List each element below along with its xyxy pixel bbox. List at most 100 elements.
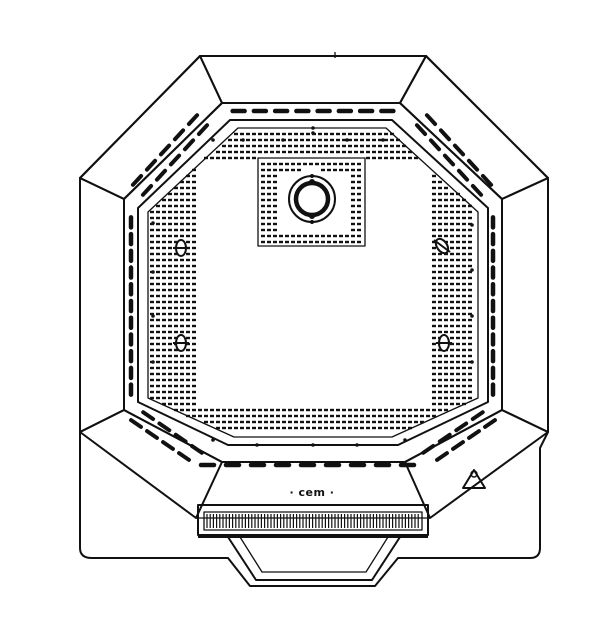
perforation-hole xyxy=(252,420,256,424)
perforation-hole xyxy=(444,390,448,394)
plate-hole xyxy=(267,162,271,166)
perforation-hole xyxy=(180,318,184,322)
perforation-hole xyxy=(180,270,184,274)
perforation-hole xyxy=(450,372,454,376)
perforation-hole xyxy=(432,366,436,370)
perforation-hole xyxy=(366,414,370,418)
perforation-hole xyxy=(444,408,448,412)
perforation-hole xyxy=(198,408,202,412)
perforation-hole xyxy=(240,156,244,160)
perforation-hole xyxy=(168,372,172,376)
perforation-hole xyxy=(210,156,214,160)
perforation-hole xyxy=(378,408,382,412)
perforation-hole xyxy=(432,342,436,346)
vent-slot xyxy=(442,153,456,167)
perforation-hole xyxy=(456,354,460,358)
perforation-hole xyxy=(318,426,322,430)
perforation-hole xyxy=(462,258,466,262)
perforation-hole xyxy=(156,360,160,364)
perforation-hole xyxy=(462,360,466,364)
perforation-hole xyxy=(450,330,454,334)
perforation-dot xyxy=(281,138,285,142)
perforation-hole xyxy=(228,150,232,154)
perforation-hole xyxy=(438,378,442,382)
plate-hole xyxy=(291,162,295,166)
perforation-hole xyxy=(252,150,256,154)
perforation-hole xyxy=(162,360,166,364)
perforation-hole xyxy=(168,306,172,310)
perforation-hole xyxy=(462,198,466,202)
plate-hole xyxy=(321,168,325,172)
perforation-hole xyxy=(354,420,358,424)
perforation-hole xyxy=(366,138,370,142)
perforation-hole xyxy=(450,294,454,298)
perforation-hole xyxy=(456,240,460,244)
perforation-hole xyxy=(162,348,166,352)
perforation-hole xyxy=(174,396,178,400)
perforation-hole xyxy=(444,264,448,268)
plate-hole xyxy=(285,162,289,166)
perforation-hole xyxy=(450,234,454,238)
perforation-hole xyxy=(234,408,238,412)
perforation-hole xyxy=(258,150,262,154)
perforation-hole xyxy=(162,300,166,304)
perforation-hole xyxy=(438,360,442,364)
perforation-hole xyxy=(228,414,232,418)
perforation-hole xyxy=(432,336,436,340)
perforation-hole xyxy=(462,318,466,322)
perforation-hole xyxy=(186,306,190,310)
plate-hole xyxy=(327,240,331,244)
perforation-hole xyxy=(444,222,448,226)
plate-hole xyxy=(267,222,271,226)
perforation-hole xyxy=(456,384,460,388)
perforation-hole xyxy=(192,252,196,256)
perforation-hole xyxy=(180,294,184,298)
perforation-hole xyxy=(438,348,442,352)
door-seal-inner xyxy=(203,511,423,531)
perforation-hole xyxy=(156,228,160,232)
perforation-hole xyxy=(258,132,262,136)
perforation-hole xyxy=(438,312,442,316)
perforation-hole xyxy=(162,294,166,298)
perforation-hole xyxy=(444,198,448,202)
plate-hole xyxy=(297,168,301,172)
perforation-hole xyxy=(432,306,436,310)
perforation-hole xyxy=(354,132,358,136)
perforation-hole xyxy=(186,324,190,328)
perforation-hole xyxy=(222,420,226,424)
perforation-dot xyxy=(381,138,385,142)
plate-hole xyxy=(351,222,355,226)
perforation-hole xyxy=(306,144,310,148)
perforation-hole xyxy=(414,156,418,160)
perforation-dot xyxy=(470,360,474,364)
perforation-hole xyxy=(444,330,448,334)
perforation-hole xyxy=(468,336,472,340)
perforation-hole xyxy=(210,414,214,418)
perforation-hole xyxy=(300,408,304,412)
perforation-hole xyxy=(462,246,466,250)
perforation-hole xyxy=(444,186,448,190)
plate-hole xyxy=(321,162,325,166)
plate-hole xyxy=(261,168,265,172)
perforation-hole xyxy=(444,192,448,196)
perforation-hole xyxy=(438,222,442,226)
perforation-hole xyxy=(432,192,436,196)
plate-hole xyxy=(357,174,361,178)
perforation-hole xyxy=(180,372,184,376)
perforation-hole xyxy=(276,414,280,418)
perforation-hole xyxy=(174,270,178,274)
plate-hole xyxy=(267,180,271,184)
plate-hole xyxy=(309,162,313,166)
vent-slot xyxy=(173,432,188,444)
perforation-dot xyxy=(355,443,359,447)
perforation-hole xyxy=(234,150,238,154)
perforation-hole xyxy=(192,366,196,370)
plate-hole xyxy=(315,240,319,244)
perforation-hole xyxy=(450,354,454,358)
plate-hole xyxy=(351,174,355,178)
door-handle[interactable] xyxy=(227,536,401,581)
perforation-hole xyxy=(288,144,292,148)
perforation-hole xyxy=(462,294,466,298)
perforation-hole xyxy=(384,156,388,160)
perforation-hole xyxy=(192,222,196,226)
